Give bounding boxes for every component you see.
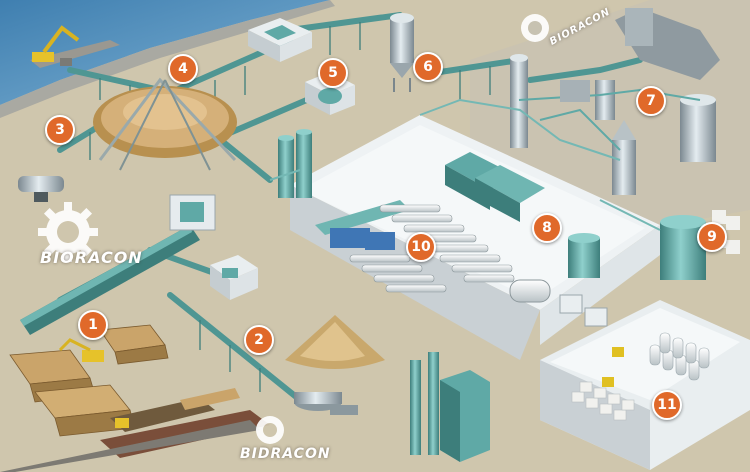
chip-storage-pile — [93, 77, 237, 171]
dryer-hoods — [445, 152, 600, 278]
river — [0, 0, 330, 105]
step-marker-6: 6 — [413, 52, 443, 82]
silo-icon — [390, 13, 414, 92]
power-plant — [410, 352, 490, 462]
chipper-house — [210, 255, 258, 300]
press-rolls — [315, 200, 608, 327]
excavator-icon — [32, 25, 80, 66]
step-marker-9: 9 — [697, 222, 727, 252]
brand-logo-left: BIORACON — [40, 248, 143, 267]
step-marker-2: 2 — [244, 325, 274, 355]
step-marker-10: 10 — [406, 232, 436, 262]
step-marker-7: 7 — [636, 86, 666, 116]
screening-house — [248, 18, 312, 62]
step-marker-4: 4 — [168, 54, 198, 84]
truck-icon — [0, 388, 270, 472]
step-marker-5: 5 — [318, 58, 348, 88]
digester-plant — [510, 8, 720, 195]
log-loader — [58, 338, 104, 362]
forklift-icon — [612, 347, 624, 357]
debarking-drum — [18, 176, 64, 202]
gear-logo-icon — [38, 14, 549, 444]
stock-towers — [278, 129, 312, 198]
step-marker-11: 11 — [652, 390, 682, 420]
step-marker-1: 1 — [78, 310, 108, 340]
logo-truck — [330, 405, 358, 415]
sawdust-pile — [285, 315, 385, 369]
drum-debarker — [20, 194, 216, 335]
step-marker-3: 3 — [45, 115, 75, 145]
finished-goods-warehouse — [540, 300, 750, 470]
brand-logo-bottom: BIDRACON — [240, 446, 331, 462]
step-marker-8: 8 — [532, 213, 562, 243]
